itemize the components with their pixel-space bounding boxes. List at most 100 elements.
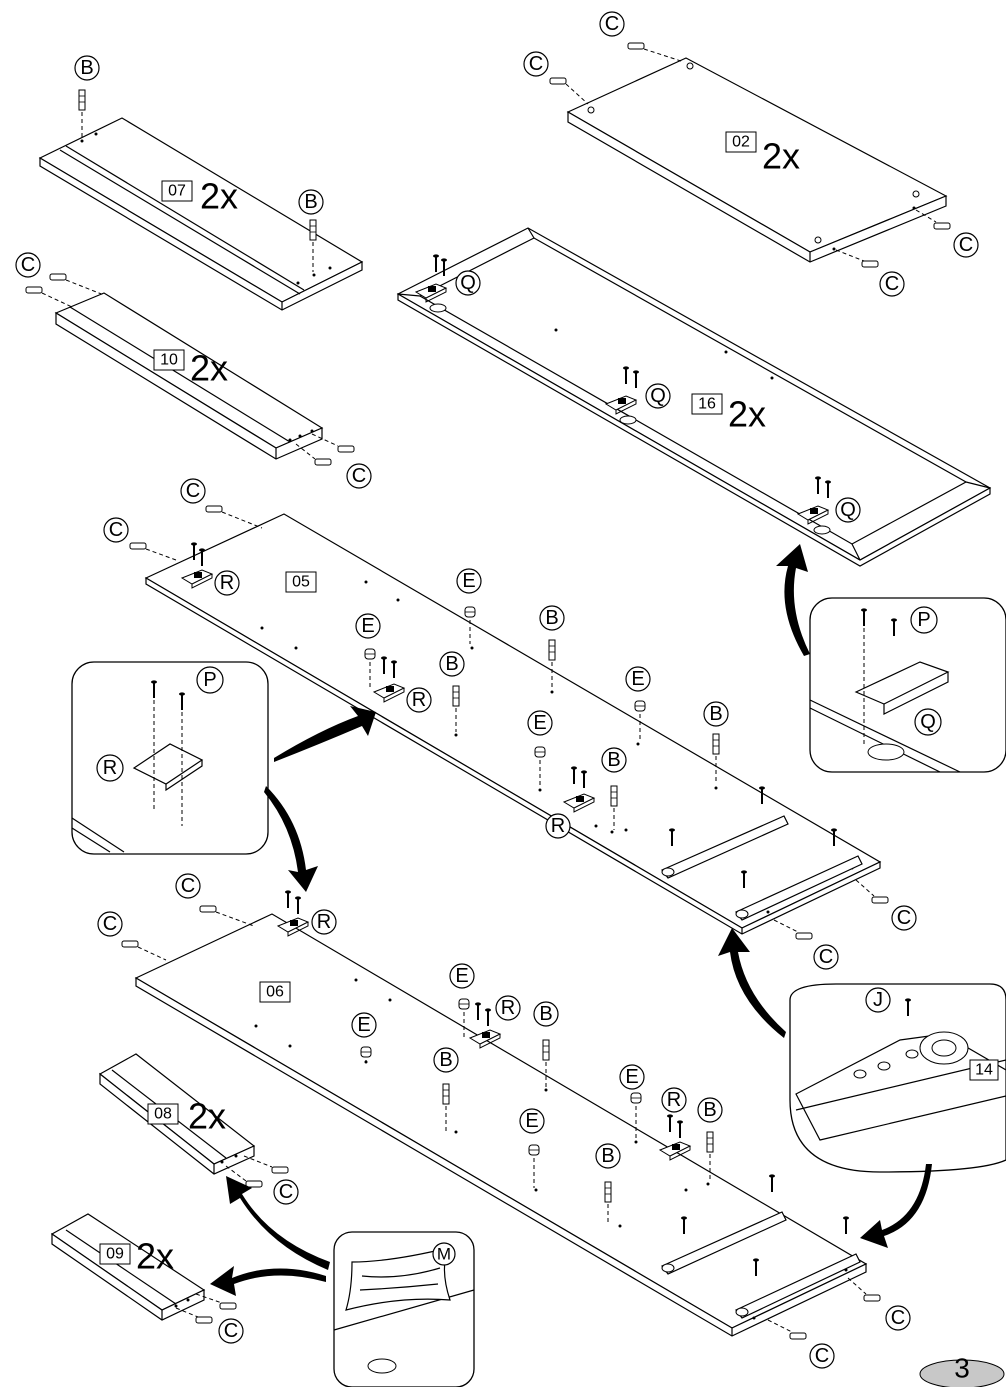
callout-q: Q [455, 270, 481, 296]
cam-dowel-c [549, 77, 567, 85]
callout-b: B [539, 605, 565, 631]
dowel-b [309, 219, 317, 241]
curved-arrow [210, 1266, 326, 1296]
callout-c: C [97, 911, 123, 937]
label-text: C [224, 1320, 238, 1342]
callout-e: E [527, 710, 553, 736]
callout-c: C [346, 463, 372, 489]
label-text: 2x [728, 394, 766, 435]
screw-p [284, 889, 292, 909]
label-text: E [533, 712, 546, 734]
label-text: B [80, 57, 93, 79]
callout-b: B [74, 55, 100, 81]
cam-dowel-c [129, 542, 147, 550]
panel-05 [144, 513, 882, 935]
callout-r: R [661, 1087, 687, 1113]
label-16: 16 2x [691, 393, 766, 435]
label-text: Q [650, 385, 666, 407]
cam-lock-e [458, 998, 470, 1010]
label-text: R [103, 757, 117, 779]
label-text: 08 [154, 1106, 172, 1123]
callout-e: E [351, 1012, 377, 1038]
panel-07 [38, 117, 364, 311]
dowel-b [610, 785, 618, 807]
label-text: C [897, 907, 911, 929]
cam-dowel-c [49, 273, 67, 281]
cam-dowel-c [245, 1180, 263, 1188]
detail-hinge-q [809, 597, 1006, 773]
callout-r: R [214, 570, 240, 596]
panel-02 [566, 57, 948, 263]
callout-m: M [432, 1242, 456, 1266]
dowel-b [542, 1039, 550, 1061]
callout-e: E [625, 666, 651, 692]
label-text: 2x [188, 1096, 226, 1137]
callout-c: C [891, 905, 917, 931]
cam-dowel-c [121, 940, 139, 948]
screw-p [484, 1007, 492, 1027]
screw-p [294, 895, 302, 915]
dowel-b [604, 1181, 612, 1203]
dowel-b [442, 1083, 450, 1105]
label-text: 09 [106, 1246, 124, 1263]
callout-c: C [180, 478, 206, 504]
label-text: 10 [160, 352, 178, 369]
page-number: 3 [954, 1353, 970, 1384]
callout-b: B [533, 1001, 559, 1027]
curved-arrow [860, 1164, 932, 1248]
label-text: R [551, 815, 565, 837]
label-text: 2x [200, 176, 238, 217]
detail-label-14: 14 [969, 1059, 999, 1081]
label-text: C [815, 1345, 829, 1367]
callout-b: B [703, 701, 729, 727]
label-text: 2x [762, 136, 800, 177]
label-text: C [181, 875, 195, 897]
callout-c: C [885, 1305, 911, 1331]
callout-c: C [879, 271, 905, 297]
callout-j: J [865, 987, 891, 1013]
callout-q: Q [914, 708, 942, 736]
label-text: C [891, 1307, 905, 1329]
label-text: J [873, 989, 883, 1011]
label-text: Q [460, 272, 476, 294]
label-text: B [601, 1145, 614, 1167]
cam-lock-e [634, 700, 646, 712]
callout-p: P [196, 666, 224, 694]
drawer-rail [735, 1253, 861, 1319]
cam-dowel-c [795, 932, 813, 940]
callout-p: P [910, 606, 938, 634]
dowel-b [78, 89, 86, 111]
label-text: C [103, 913, 117, 935]
callout-c: C [273, 1179, 299, 1205]
label-text: Q [920, 711, 936, 733]
label-text: E [462, 570, 475, 592]
callout-b: B [433, 1047, 459, 1073]
curved-arrow [718, 928, 786, 1038]
label-02: 02 2x [725, 131, 800, 177]
callout-e: E [449, 963, 475, 989]
label-text: E [631, 668, 644, 690]
cam-lock-e [534, 746, 546, 758]
label-text: B [545, 607, 558, 629]
dowel-b [548, 639, 556, 661]
cam-lock-e [364, 648, 376, 660]
label-text: P [917, 609, 930, 631]
curved-arrow [226, 1176, 330, 1270]
cam-dowel-c [871, 896, 889, 904]
dowel-b [452, 685, 460, 707]
label-text: E [525, 1110, 538, 1132]
callout-c: C [809, 1343, 835, 1369]
callout-b: B [595, 1143, 621, 1169]
label-text: 07 [168, 183, 186, 200]
label-text: E [625, 1066, 638, 1088]
callout-c: C [523, 51, 549, 77]
label-text: R [412, 689, 426, 711]
label-text: E [455, 965, 468, 987]
rail-screw [768, 1173, 776, 1193]
callout-q: Q [645, 383, 671, 409]
label-text: R [220, 572, 234, 594]
callout-r: R [495, 995, 521, 1021]
callout-e: E [619, 1064, 645, 1090]
callout-e: E [355, 613, 381, 639]
